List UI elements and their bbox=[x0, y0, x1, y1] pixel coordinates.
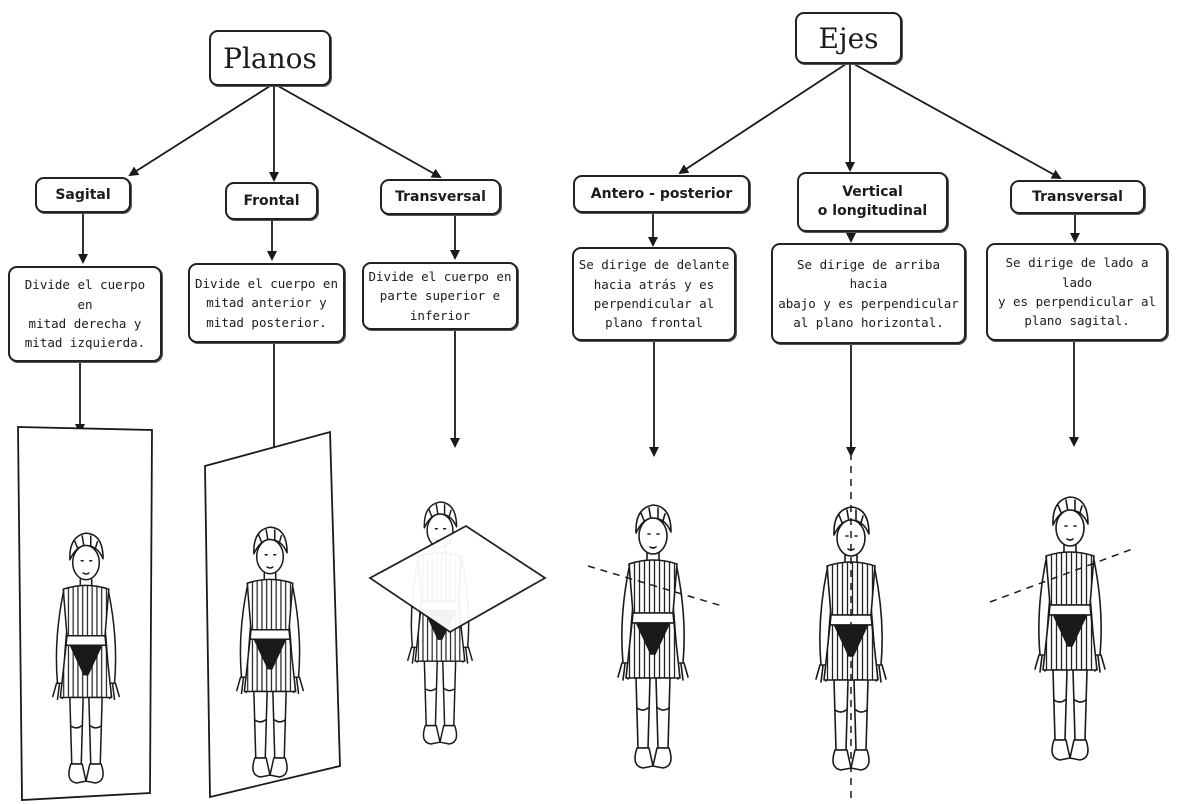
sagital-label-box: Sagital bbox=[35, 177, 131, 213]
sagital-description: Divide el cuerpo en mitad derecha y mita… bbox=[24, 277, 146, 351]
vertical-label-box: Vertical o longitudinal bbox=[797, 172, 948, 232]
ejes-title-text: Ejes bbox=[818, 21, 879, 55]
illustrated-figures bbox=[17, 426, 1136, 802]
arrow-ejes-to-transversal bbox=[853, 63, 1062, 179]
vertical-description-box: Se dirige de arriba hacia abajo y es per… bbox=[771, 243, 966, 344]
vertical-description: Se dirige de arriba hacia abajo y es per… bbox=[778, 256, 959, 330]
antero-posterior-axis-line bbox=[587, 565, 723, 607]
frontal-description-box: Divide el cuerpo en mitad anterior y mit… bbox=[188, 263, 345, 343]
transversal-axis-description-box: Se dirige de lado a lado y es perpendicu… bbox=[986, 243, 1168, 341]
figure-antero-posterior bbox=[617, 504, 689, 769]
transverse-plane-sheet bbox=[368, 524, 547, 634]
arrow-planos-to-sagital bbox=[128, 85, 271, 177]
sagital-label: Sagital bbox=[55, 186, 111, 203]
planos-title-text: Planos bbox=[223, 41, 317, 75]
figure-transversal-axis bbox=[1034, 496, 1106, 761]
antero-posterior-description: Se dirige de delante hacia atrás y es pe… bbox=[578, 257, 730, 331]
transversal-plane-label-box: Transversal bbox=[380, 179, 501, 215]
transversal-plane-label: Transversal bbox=[395, 188, 486, 205]
arrow-planos-to-transversal bbox=[277, 85, 442, 178]
transversal-axis-description: Se dirige de lado a lado y es perpendicu… bbox=[997, 255, 1157, 329]
sagital-description-box: Divide el cuerpo en mitad derecha y mita… bbox=[8, 266, 162, 362]
arrow-ejes-to-antero-posterior bbox=[678, 63, 847, 175]
connector-arrows bbox=[75, 63, 1080, 460]
planos-title: Planos bbox=[209, 30, 331, 86]
transversal-plane-description-box: Divide el cuerpo en parte superior e inf… bbox=[362, 262, 518, 330]
frontal-description: Divide el cuerpo en mitad anterior y mit… bbox=[195, 275, 338, 330]
antero-posterior-description-box: Se dirige de delante hacia atrás y es pe… bbox=[572, 247, 736, 341]
ejes-title: Ejes bbox=[795, 12, 902, 64]
vertical-label: Vertical o longitudinal bbox=[817, 184, 928, 219]
transversal-plane-description: Divide el cuerpo en parte superior e inf… bbox=[368, 268, 512, 323]
frontal-label: Frontal bbox=[243, 192, 300, 209]
antero-posterior-label-box: Antero - posterior bbox=[573, 175, 750, 213]
transversal-axis-label-box: Transversal bbox=[1010, 180, 1145, 214]
frontal-label-box: Frontal bbox=[225, 182, 318, 220]
antero-posterior-label: Antero - posterior bbox=[590, 185, 733, 202]
transversal-axis-label: Transversal bbox=[1032, 188, 1123, 205]
